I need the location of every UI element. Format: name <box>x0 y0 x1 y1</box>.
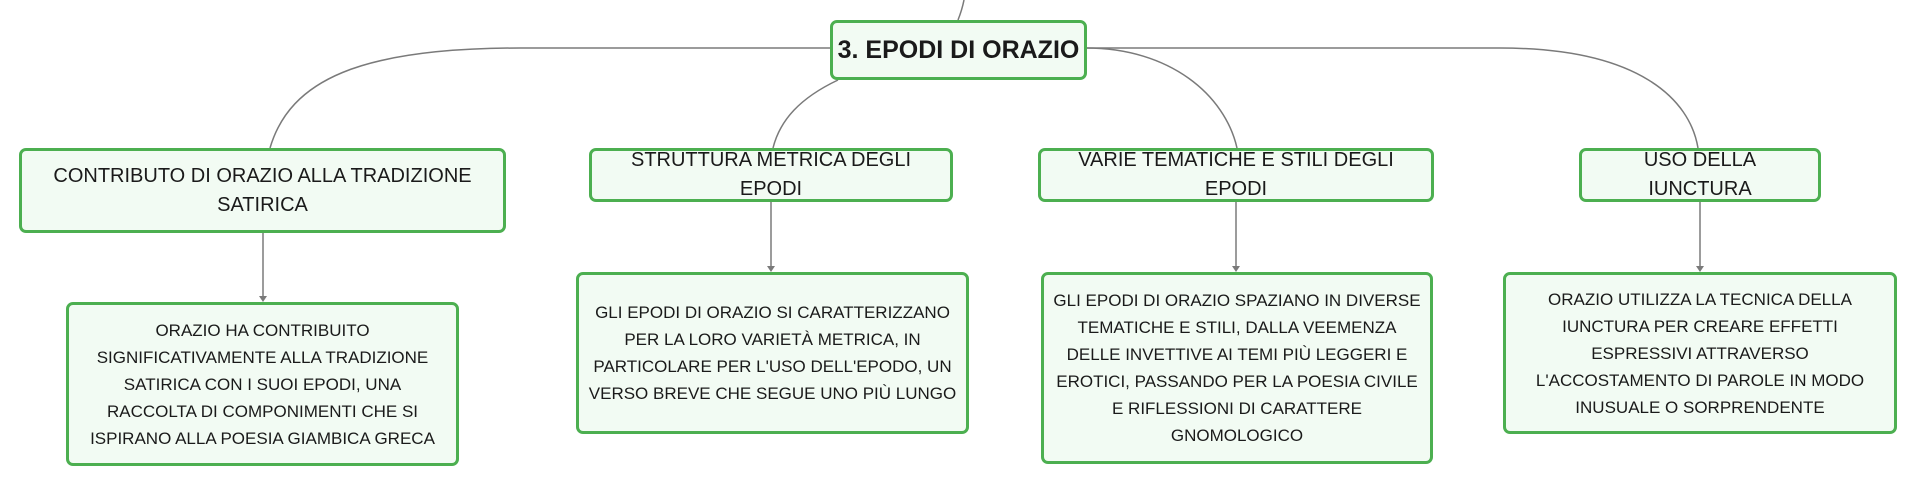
connector-root-branch-1 <box>269 47 830 149</box>
branch-struttura-label: STRUTTURA METRICA DEGLI EPODI <box>630 149 912 200</box>
arrowhead-2 <box>767 266 775 272</box>
branch-tematiche-label: VARIE TEMATICHE E STILI DEGLI EPODI <box>1078 149 1394 200</box>
connector-root-branch-4 <box>1086 47 1699 149</box>
arrowhead-3 <box>1232 266 1240 272</box>
branch-iunctura-node[interactable]: USO DELLA IUNCTURA <box>1579 148 1821 202</box>
connector-root-branch-2 <box>772 79 839 149</box>
detail-tematiche-node[interactable]: GLI EPODI DI ORAZIO SPAZIANO IN DIVERSE … <box>1041 272 1433 464</box>
detail-struttura-node[interactable]: GLI EPODI DI ORAZIO SI CARATTERIZZANO PE… <box>576 272 969 434</box>
detail-contributo-node[interactable]: ORAZIO HA CONTRIBUITO SIGNIFICATIVAMENTE… <box>66 302 459 466</box>
branch-tematiche-node[interactable]: VARIE TEMATICHE E STILI DEGLI EPODI <box>1038 148 1434 202</box>
branch-struttura-node[interactable]: STRUTTURA METRICA DEGLI EPODI <box>589 148 953 202</box>
detail-contributo-text: ORAZIO HA CONTRIBUITO SIGNIFICATIVAMENTE… <box>90 320 435 448</box>
branch-iunctura-label: USO DELLA IUNCTURA <box>1643 149 1757 200</box>
detail-tematiche-text: GLI EPODI DI ORAZIO SPAZIANO IN DIVERSE … <box>1053 291 1421 445</box>
detail-iunctura-node[interactable]: ORAZIO UTILIZZA LA TECNICA DELLA IUNCTUR… <box>1503 272 1897 434</box>
arrowhead-4 <box>1696 266 1704 272</box>
branch-contributo-label: CONTRIBUTO DI ORAZIO ALLA TRADIZIONE SAT… <box>53 164 472 216</box>
detail-iunctura-text: ORAZIO UTILIZZA LA TECNICA DELLA IUNCTUR… <box>1535 289 1865 417</box>
branch-contributo-node[interactable]: CONTRIBUTO DI ORAZIO ALLA TRADIZIONE SAT… <box>19 148 506 233</box>
root-topic[interactable]: 3. EPODI DI ORAZIO <box>830 20 1087 80</box>
detail-struttura-text: GLI EPODI DI ORAZIO SI CARATTERIZZANO PE… <box>588 303 957 403</box>
root-topic-label: 3. EPODI DI ORAZIO <box>837 35 1080 64</box>
connector-parent <box>957 0 965 21</box>
arrowhead-1 <box>259 296 267 302</box>
connector-root-branch-3 <box>1085 47 1238 149</box>
